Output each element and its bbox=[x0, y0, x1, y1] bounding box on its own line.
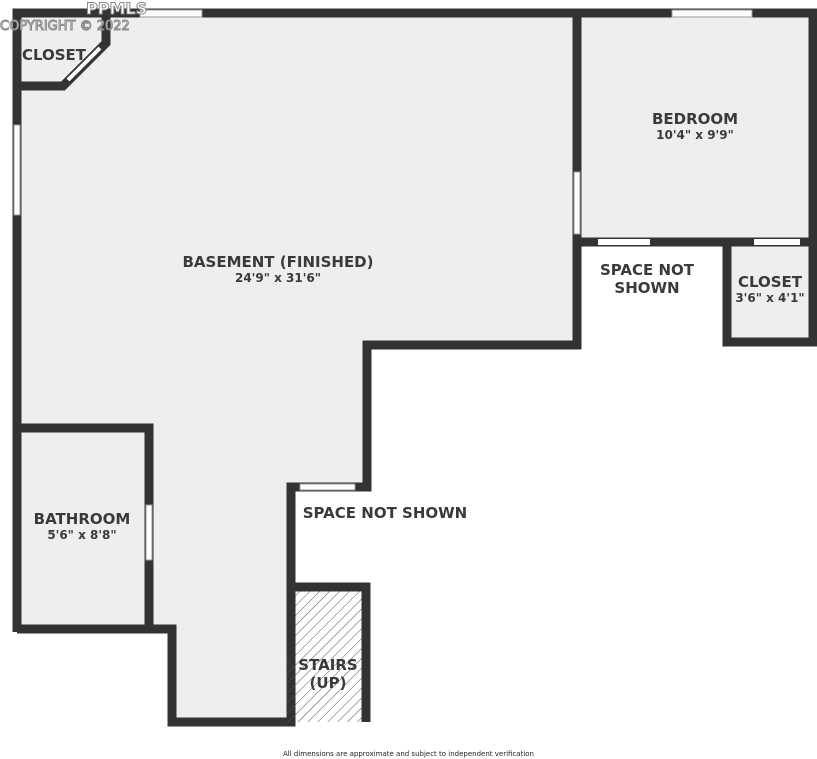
room-name: STAIRS bbox=[298, 656, 358, 674]
room-dims: 5'6" x 8'8" bbox=[47, 528, 117, 542]
disclaimer: All dimensions are approximate and subje… bbox=[283, 750, 534, 758]
closet-door bbox=[66, 46, 102, 82]
room-name: CLOSET bbox=[737, 273, 803, 291]
room-closet: CLOSET 3'6" x 4'1" bbox=[735, 273, 804, 305]
room-bathroom: BATHROOM 5'6" x 8'8" bbox=[34, 510, 131, 542]
room-name: BEDROOM bbox=[651, 110, 739, 128]
bedroom-floor bbox=[577, 17, 813, 242]
room-dims: (UP) bbox=[309, 674, 347, 692]
room-name: BATHROOM bbox=[33, 510, 131, 528]
space-not-shown-label: SPACE NOT SHOWN bbox=[302, 504, 468, 522]
room-stairs: STAIRS (UP) bbox=[298, 656, 357, 692]
room-dims: 24'9" x 31'6" bbox=[234, 271, 322, 285]
stairs-hatch bbox=[291, 587, 366, 722]
watermark-brand: PPMLS bbox=[85, 0, 148, 18]
room-basement: BASEMENT (FINISHED) 24'9" x 31'6" bbox=[182, 253, 373, 285]
closet-floor bbox=[727, 242, 813, 342]
watermark-copyright: COPYRIGHT © 2022 bbox=[0, 19, 130, 34]
room-bedroom: BEDROOM 10'4" x 9'9" bbox=[652, 110, 738, 142]
windows bbox=[13, 9, 753, 561]
space-not-shown-label: SPACE NOT SHOWN bbox=[599, 261, 695, 297]
room-closet-small: CLOSET bbox=[21, 46, 87, 64]
room-dims: 10'4" x 9'9" bbox=[656, 128, 734, 142]
basement-floor bbox=[17, 17, 577, 722]
room-dims: 3'6" x 4'1" bbox=[735, 291, 805, 305]
room-name: BASEMENT (FINISHED) bbox=[182, 253, 374, 271]
doors bbox=[287, 239, 800, 722]
